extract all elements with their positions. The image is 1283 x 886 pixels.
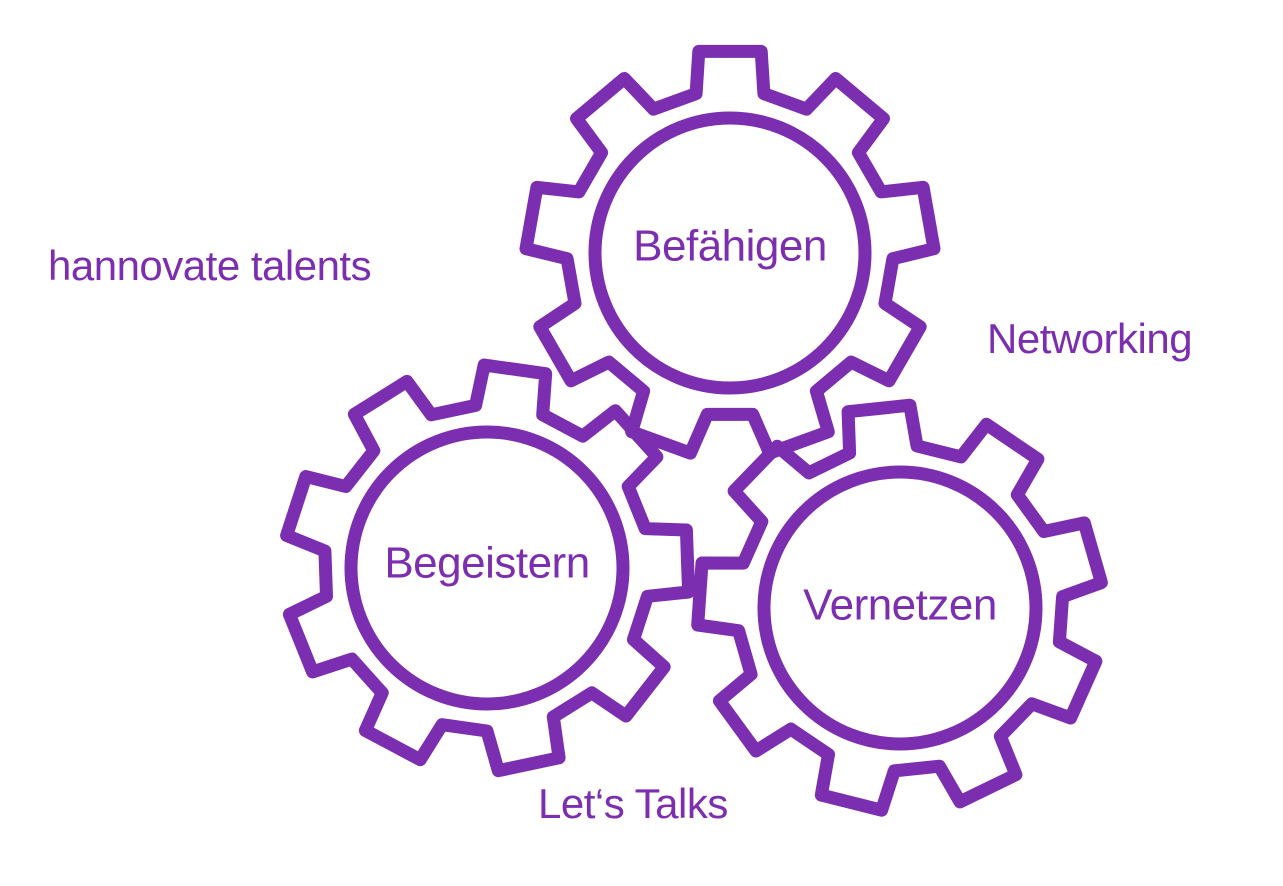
gear-begeistern: Begeistern bbox=[280, 358, 696, 778]
label-lets-talks: Let‘s Talks bbox=[538, 780, 728, 827]
gear-outline-begeistern-icon bbox=[280, 358, 696, 778]
gear-label-begeistern: Begeistern bbox=[384, 539, 589, 588]
gear-ring-begeistern bbox=[344, 425, 630, 711]
gear-ring-vernetzen bbox=[757, 465, 1043, 751]
gear-label-vernetzen: Vernetzen bbox=[803, 581, 997, 630]
gear-vernetzen: Vernetzen bbox=[691, 398, 1108, 817]
label-hannovate-talents: hannovate talents bbox=[48, 242, 372, 289]
gear-outline-vernetzen-icon bbox=[691, 398, 1108, 817]
gear-label-befaehigen: Befähigen bbox=[633, 222, 827, 271]
gear-ring-befaehigen bbox=[588, 111, 872, 395]
gear-befaehigen: Befähigen bbox=[519, 44, 941, 460]
label-networking: Networking bbox=[987, 315, 1193, 362]
